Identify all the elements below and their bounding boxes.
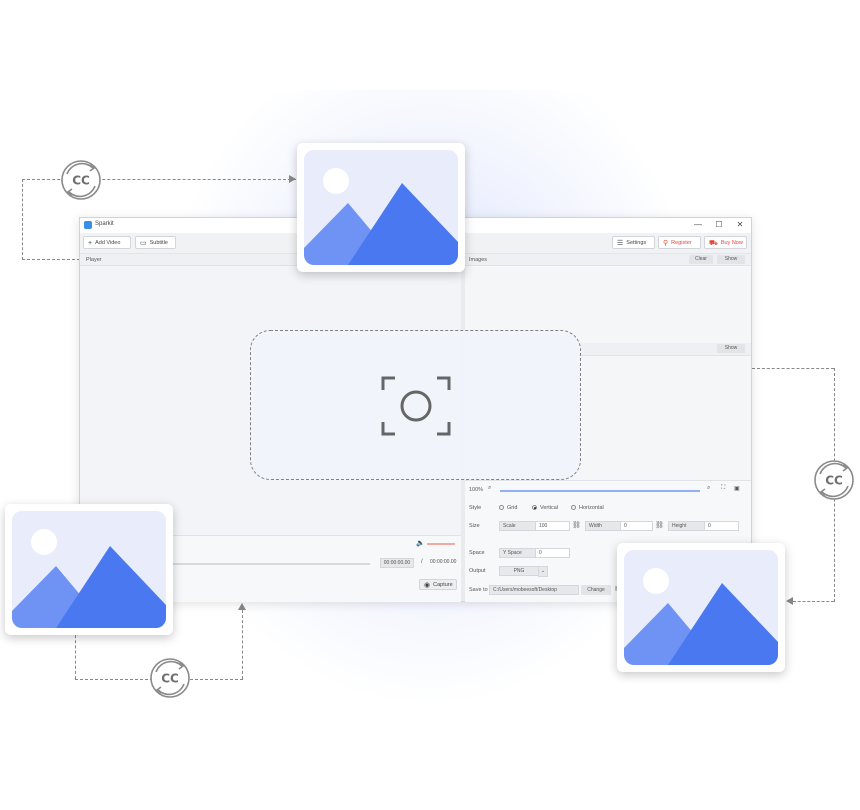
connector-line [22, 179, 296, 180]
fit-icon[interactable]: ⛶ [721, 485, 726, 491]
minimize-button[interactable]: — [694, 220, 702, 229]
settings-label: Settings [626, 240, 647, 246]
connector-line [22, 179, 23, 260]
register-button[interactable]: ⚲Register [658, 236, 701, 249]
style-vertical-label: Vertical [540, 505, 559, 511]
space-label: Space [469, 550, 485, 556]
buy-now-button[interactable]: ⛟Buy Now [704, 236, 747, 249]
mountain-image-icon [12, 511, 166, 628]
zoom-slider[interactable] [500, 490, 700, 492]
volume-slider[interactable] [427, 543, 455, 545]
connector-line [752, 368, 834, 369]
cc-convert-icon: CC [148, 656, 192, 700]
cc-convert-icon: CC [812, 458, 856, 502]
height-label: Height [668, 521, 705, 531]
app-title: Sparkit [95, 221, 114, 227]
connector-line [793, 601, 834, 602]
link-icon[interactable]: ⛓ [572, 522, 581, 529]
images-header: Images Clear Show [465, 254, 751, 266]
app-logo-icon [84, 221, 92, 229]
radio-vertical[interactable] [532, 505, 537, 510]
save-path-input[interactable]: C:/Users/mobeesoft/Desktop [489, 585, 579, 595]
image-thumbnail-card [5, 504, 173, 635]
camera-capture-icon [381, 376, 451, 436]
zoom-in-icon[interactable]: ⌕ [707, 485, 711, 491]
save-to-label: Save to [469, 587, 488, 593]
maximize-button[interactable]: ☐ [715, 220, 723, 229]
image-icon[interactable]: ▣ [734, 486, 740, 492]
chevron-down-icon[interactable]: ⌄ [538, 566, 548, 577]
current-time: 00:00:00.00 [380, 558, 414, 568]
add-video-button[interactable]: +Add Video [83, 236, 131, 249]
radio-grid[interactable] [499, 505, 504, 510]
show-images-button[interactable]: Show [717, 255, 745, 264]
subtitle-icon: ▭ [140, 240, 147, 247]
capture-label: Capture [433, 582, 453, 588]
image-placeholder [304, 150, 458, 265]
mountain-image-icon [304, 150, 458, 265]
zoom-out-icon[interactable]: ⌕ [488, 485, 492, 491]
clear-images-button[interactable]: Clear [689, 255, 713, 264]
player-header-label: Player [86, 257, 102, 263]
cart-icon: ⛟ [709, 240, 718, 247]
image-thumbnail-card [297, 143, 465, 272]
cc-label: CC [825, 474, 843, 488]
arrow-right-icon [289, 175, 296, 183]
style-horizontal-label: Horizontal [579, 505, 604, 511]
radio-horizontal[interactable] [571, 505, 576, 510]
key-icon: ⚲ [663, 240, 669, 247]
seek-slider[interactable] [170, 563, 370, 565]
style-label: Style [469, 505, 482, 511]
mountain-image-icon [624, 550, 778, 665]
settings-icon: ☰ [617, 240, 624, 247]
yspace-input[interactable]: 0 [535, 548, 570, 558]
image-placeholder [12, 511, 166, 628]
toolbar: +Add Video ▭Subtitle ☰Settings ⚲Register… [80, 233, 751, 254]
output-label: Output [469, 568, 486, 574]
buy-now-label: Buy Now [720, 240, 743, 246]
connector-line [22, 259, 80, 260]
connector-line [242, 610, 243, 679]
height-input[interactable]: 0 [704, 521, 739, 531]
add-video-label: Add Video [95, 240, 121, 246]
plus-icon: + [88, 240, 93, 247]
capture-zone[interactable] [250, 330, 581, 480]
output-value: PNG [513, 568, 525, 574]
output-select[interactable]: PNG [499, 566, 539, 576]
zoom-value: 100% [469, 487, 484, 493]
style-horizontal-radio[interactable]: Horizontal [571, 505, 604, 511]
style-grid-radio[interactable]: Grid [499, 505, 517, 511]
yspace-label: Y Space [499, 548, 536, 558]
size-label: Size [469, 523, 480, 529]
cc-convert-icon: CC [59, 158, 103, 202]
show-secondary-button[interactable]: Show [717, 344, 745, 353]
subtitle-label: Subtitle [149, 240, 168, 246]
width-label: Width [585, 521, 622, 531]
image-placeholder [624, 550, 778, 665]
time-separator: / [421, 559, 423, 565]
style-vertical-radio[interactable]: Vertical [532, 505, 558, 511]
images-header-label: Images [469, 257, 488, 263]
link-icon[interactable]: ⛓ [655, 522, 664, 529]
style-grid-label: Grid [507, 505, 518, 511]
capture-button[interactable]: ◉Capture [419, 579, 457, 590]
change-path-button[interactable]: Change [581, 585, 611, 595]
settings-button[interactable]: ☰Settings [612, 236, 655, 249]
close-button[interactable]: ✕ [736, 220, 744, 229]
scale-input[interactable]: 100 [535, 521, 570, 531]
register-label: Register [671, 240, 692, 246]
subtitle-button[interactable]: ▭Subtitle [135, 236, 176, 249]
image-thumbnail-card [617, 543, 785, 672]
scale-label: Scale [499, 521, 536, 531]
volume-icon[interactable]: 🔈 [416, 540, 425, 547]
cc-label: CC [161, 672, 179, 686]
cc-label: CC [72, 174, 90, 188]
arrow-up-icon [238, 603, 246, 610]
arrow-left-icon [786, 597, 793, 605]
total-time: 00:00:00.00 [430, 559, 457, 565]
camera-icon: ◉ [424, 582, 431, 589]
connector-line [75, 630, 76, 679]
width-input[interactable]: 0 [620, 521, 653, 531]
